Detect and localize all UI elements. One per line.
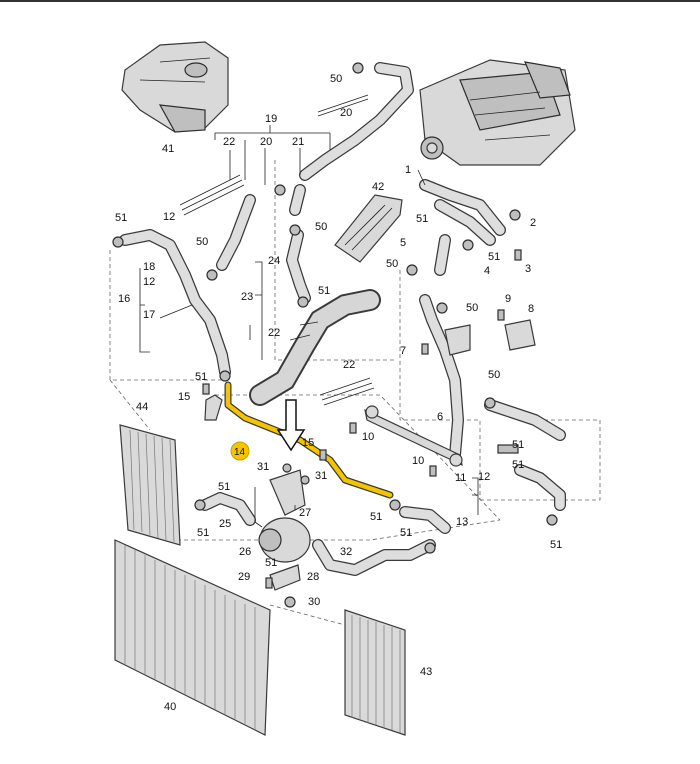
- label-50b: 50: [196, 236, 208, 248]
- radiator-43: [344, 609, 406, 736]
- label-18: 18: [143, 261, 155, 273]
- supercharger-unit: [419, 59, 576, 166]
- label-28: 28: [307, 571, 319, 583]
- label-51h: 51: [550, 539, 562, 551]
- label-31a: 31: [257, 461, 269, 473]
- label-11: 11: [455, 472, 466, 484]
- radiator-44: [119, 424, 181, 546]
- label-50f: 50: [488, 369, 500, 381]
- leader-lines: [139, 125, 479, 528]
- hose-20-upper: [216, 62, 414, 271]
- label-32: 32: [340, 546, 352, 558]
- hose-32: [312, 539, 436, 576]
- label-6: 6: [437, 411, 443, 423]
- label-23: 23: [241, 291, 253, 303]
- label-44: 44: [136, 401, 148, 413]
- label-43: 43: [420, 666, 432, 678]
- label-51b: 51: [195, 371, 207, 383]
- label-10a: 10: [362, 431, 374, 443]
- label-50c: 50: [315, 221, 327, 233]
- bracket-42: [334, 194, 403, 263]
- label-15a: 15: [178, 391, 190, 403]
- label-31b: 31: [315, 470, 327, 482]
- label-51e: 51: [488, 251, 500, 263]
- label-19: 19: [265, 113, 277, 125]
- label-4: 4: [484, 265, 490, 277]
- label-17: 17: [143, 309, 155, 321]
- label-51a: 51: [115, 212, 127, 224]
- expansion-tank-41: [121, 41, 229, 133]
- highlight-badge-label: 14: [234, 447, 246, 458]
- label-9: 9: [505, 293, 511, 305]
- highlight-badge-14: [230, 441, 250, 461]
- hose-16-left: [119, 229, 231, 378]
- clamps-and-bolts: [112, 62, 558, 608]
- radiator-40: [114, 539, 271, 736]
- bracket-20: [317, 94, 369, 117]
- label-30: 30: [308, 596, 320, 608]
- pump-26: [258, 469, 311, 591]
- label-24: 24: [268, 255, 280, 267]
- label-22c: 22: [343, 359, 355, 371]
- label-41: 41: [162, 143, 174, 155]
- hose-25: [199, 492, 256, 526]
- label-51g: 51: [512, 459, 524, 471]
- label-50e: 50: [466, 302, 478, 314]
- label-27: 27: [299, 507, 311, 519]
- label-29: 29: [238, 571, 250, 583]
- assembly-guides: [109, 160, 601, 626]
- pipe-manifold-1: [419, 179, 506, 246]
- label-40: 40: [164, 701, 176, 713]
- label-15b: 15: [302, 437, 314, 449]
- callout-labels: 1 2 3 4 5 6 7 8 9 10 10 11 12 12 12 13 1…: [115, 73, 562, 713]
- label-50a: 50: [330, 73, 342, 85]
- label-26: 26: [239, 546, 251, 558]
- label-2: 2: [530, 217, 536, 229]
- label-50d: 50: [386, 258, 398, 270]
- label-42: 42: [372, 181, 384, 193]
- label-22b: 22: [268, 327, 280, 339]
- label-12a: 12: [163, 211, 175, 223]
- pipe-6: [419, 234, 471, 461]
- label-51k: 51: [197, 527, 209, 539]
- label-5: 5: [400, 237, 406, 249]
- down-arrow-icon: [276, 399, 306, 452]
- hose-24: [286, 229, 311, 304]
- label-12b: 12: [143, 276, 155, 288]
- label-3: 3: [525, 263, 531, 275]
- label-51m: 51: [218, 481, 230, 493]
- label-51l: 51: [265, 557, 277, 569]
- rods-22: [179, 174, 375, 406]
- label-8: 8: [528, 303, 534, 315]
- label-1: 1: [405, 164, 411, 176]
- label-51i: 51: [370, 511, 382, 523]
- top-rule: [0, 0, 700, 2]
- label-21: 21: [292, 136, 304, 148]
- label-51f: 51: [512, 439, 524, 451]
- hose-13: [399, 506, 451, 534]
- label-22a: 22: [223, 136, 235, 148]
- label-20a: 20: [340, 107, 352, 119]
- bracket-8: [504, 319, 536, 351]
- label-13: 13: [456, 516, 468, 528]
- label-12c: 12: [478, 471, 490, 483]
- label-51d: 51: [416, 213, 428, 225]
- label-7: 7: [400, 345, 406, 357]
- label-25: 25: [219, 518, 231, 530]
- label-16: 16: [118, 293, 130, 305]
- label-20b: 20: [260, 136, 272, 148]
- hose-23: [249, 289, 381, 406]
- bracket-10: [364, 405, 463, 467]
- pipe-14-highlighted: [204, 381, 394, 499]
- label-51j: 51: [400, 527, 412, 539]
- label-10b: 10: [412, 455, 424, 467]
- hose-11: [484, 399, 566, 511]
- label-51c: 51: [318, 285, 330, 297]
